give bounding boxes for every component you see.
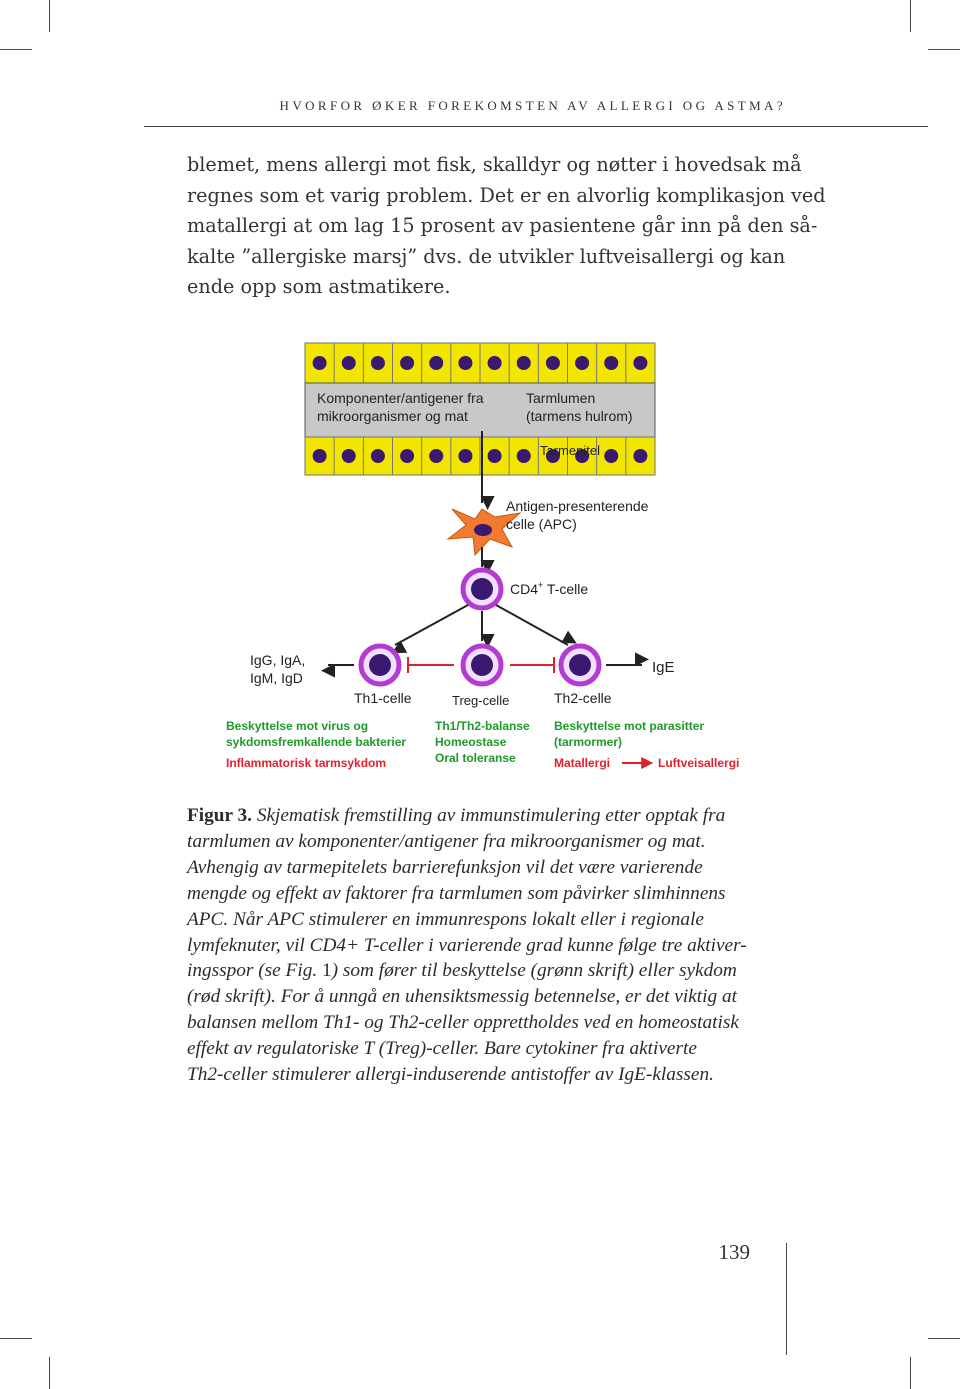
cell-nucleus [341, 356, 356, 370]
cell-nucleus [400, 449, 415, 463]
th2-disease: Luftveisallergi [658, 756, 739, 770]
th2-label: Th2-celle [554, 690, 612, 706]
page-edge-mark [786, 1243, 787, 1355]
cell-nucleus [575, 449, 590, 463]
arrow-to-th2 [495, 604, 577, 646]
inhibition-treg-th2 [510, 657, 555, 673]
caption-text: ) som fører til beskyttelse (grønn skrif… [331, 960, 737, 982]
caption-text: Skjematisk fremstilling av immunstimuler… [252, 805, 726, 826]
crop-mark [49, 0, 50, 32]
caption-text: ingsspor (se Fig. [187, 960, 322, 982]
cell-nucleus [370, 449, 385, 463]
cell-nucleus [312, 449, 327, 463]
th1-protection: sykdomsfremkallende bakterier [226, 735, 406, 749]
apc-label: celle (APC) [506, 516, 577, 532]
cell-nucleus [312, 356, 327, 370]
treg-label: Treg-celle [452, 693, 509, 708]
treg-outcome: Th1/Th2-balanse [435, 719, 530, 733]
cell-nucleus [370, 356, 385, 370]
antibodies-left-label: IgM, IgD [250, 670, 303, 686]
caption-line: effekt av regulatoriske T (Treg)-celler.… [187, 1038, 697, 1060]
body-paragraph: blemet, mens allergi mot fisk, skalldyr … [187, 150, 826, 303]
body-line: regnes som et varig problem. Det er en a… [187, 183, 826, 207]
cell-nucleus [429, 356, 444, 370]
epithelium-top [304, 342, 656, 384]
epithelium-bottom [304, 436, 656, 476]
crop-mark [928, 1338, 960, 1339]
body-line: ende opp som astmatikere. [187, 275, 451, 299]
immune-figure: Komponenter/antigener fra mikroorganisme… [190, 335, 790, 785]
body-line: matallergi at om lag 15 prosent av pasie… [187, 214, 818, 238]
body-line: blemet, mens allergi mot fisk, skalldyr … [187, 153, 802, 176]
cell-nucleus [604, 449, 619, 463]
treg-outcome: Homeostase [435, 735, 507, 749]
crop-mark [928, 49, 960, 50]
apc-cell [446, 508, 522, 557]
cell-nucleus [633, 356, 648, 370]
caption-line: APC. Når APC stimulerer en immunrespons … [187, 908, 704, 930]
epithelium-label: Tarmepitel [540, 443, 600, 458]
figure-caption: Figur 3. Skjematisk fremstilling av immu… [187, 803, 787, 1088]
crop-mark [910, 1357, 911, 1389]
header-rule [144, 126, 928, 127]
cell-nucleus [458, 356, 473, 370]
caption-line: mengde og effekt av faktorer fra tarmlum… [187, 882, 726, 904]
body-line: kalte ”allergiske marsj” dvs. de utvikle… [187, 244, 786, 268]
lumen-left-label: mikroorganismer og mat [317, 408, 468, 424]
th2-protection: Beskyttelse mot parasitter [554, 719, 704, 733]
arrow-to-th1 [391, 604, 469, 654]
th2-cell [558, 643, 602, 687]
page-number: 139 [718, 1240, 751, 1264]
cd4-label: CD4+ T-celle [510, 580, 588, 597]
caption-label: Figur 3. [187, 805, 252, 826]
treg-outcome: Oral toleranse [435, 751, 516, 765]
caption-line: Avhengig av tarmepitelets barrierefunksj… [187, 856, 703, 878]
inhibition-treg-th1 [407, 657, 454, 673]
th1-cell [358, 643, 402, 687]
cd4-tcell [460, 567, 504, 611]
caption-line: lymfeknuter, vil CD4+ T-celler i variere… [187, 934, 747, 956]
cell-nucleus [487, 356, 502, 370]
ige-label: IgE [652, 659, 675, 676]
caption-line: Th2-celler stimulerer allergi-induserend… [187, 1064, 714, 1086]
figure-reference: 1 [321, 960, 332, 982]
caption-line: tarmlumen av komponenter/antigener fra m… [187, 830, 706, 852]
antibodies-left-label: IgG, IgA, [250, 652, 305, 668]
th2-protection: (tarmormer) [554, 735, 622, 749]
cell-nucleus [487, 449, 502, 463]
cell-nucleus [604, 356, 619, 370]
cell-nucleus [516, 356, 531, 370]
cell-nucleus [400, 356, 415, 370]
cell-nucleus [341, 449, 356, 463]
caption-line: balansen mellom Th1- og Th2-celler oppre… [187, 1012, 739, 1034]
cell-nucleus [633, 449, 648, 463]
crop-mark [0, 49, 32, 50]
running-header: HVORFOR ØKER FOREKOMSTEN AV ALLERGI OG A… [279, 98, 786, 113]
th1-disease: Inflammatorisk tarmsykdom [226, 756, 386, 770]
th1-label: Th1-celle [354, 690, 412, 706]
cell-nucleus [516, 449, 531, 463]
caption-line: (rød skrift). For å unngå en uhensiktsme… [187, 986, 737, 1008]
th2-disease: Matallergi [554, 756, 610, 770]
cell-nucleus [545, 449, 560, 463]
treg-cell [460, 643, 504, 687]
cell-nucleus [458, 449, 473, 463]
apc-label: Antigen-presenterende [506, 498, 649, 514]
crop-mark [49, 1357, 50, 1389]
caption-line: Figur 3. Skjematisk fremstilling av immu… [187, 803, 787, 829]
epithelial-cell [625, 436, 656, 476]
caption-line: ingsspor (se Fig. 1) som fører til besky… [187, 958, 787, 984]
cell-nucleus [545, 356, 560, 370]
lumen-left-label: Komponenter/antigener fra [317, 390, 484, 406]
th1-protection: Beskyttelse mot virus og [226, 719, 368, 733]
lumen-right-label: Tarmlumen [526, 390, 595, 406]
cell-nucleus [429, 449, 444, 463]
lumen-right-label: (tarmens hulrom) [526, 408, 633, 424]
crop-mark [910, 0, 911, 32]
cell-nucleus [575, 356, 590, 370]
crop-mark [0, 1338, 32, 1339]
